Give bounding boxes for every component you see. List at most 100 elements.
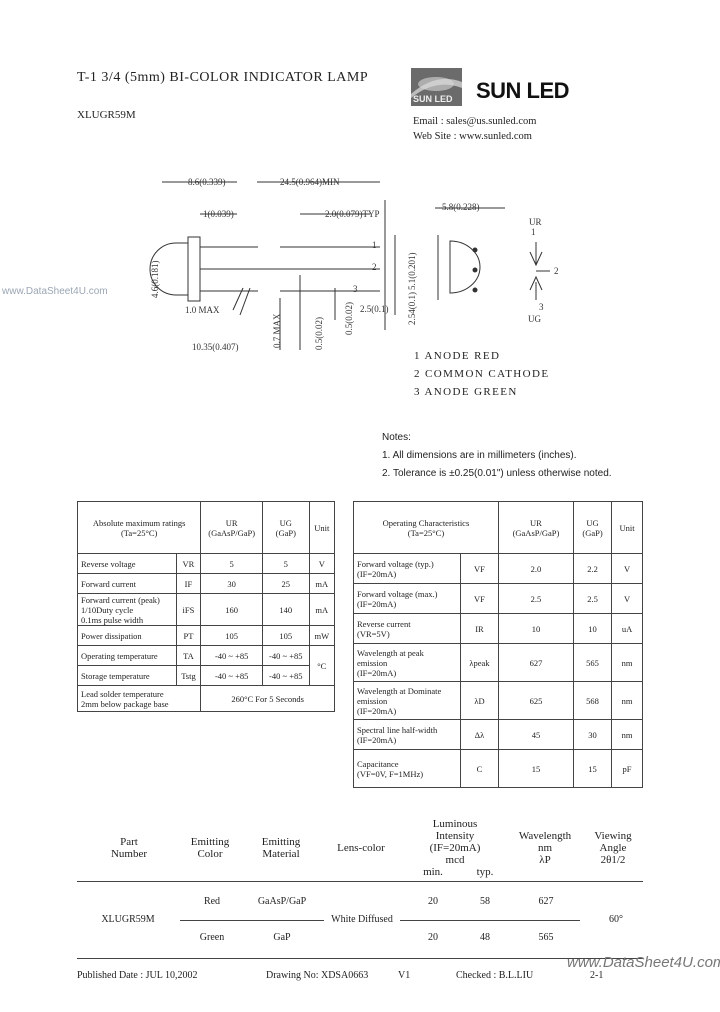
op-unit: nm: [611, 681, 643, 720]
abs-ug: -40 ~ +85: [262, 645, 310, 666]
op-ug: 30: [572, 719, 613, 750]
table-row: Forward current (peak) 1/10Duty cycle 0.…: [77, 593, 336, 626]
op-symbol: λpeak: [460, 643, 499, 682]
op-ur: 625: [497, 681, 574, 720]
table-row: Forward voltage (max.) (IF=20mA) VF 2.5 …: [353, 583, 643, 614]
table-row: Power dissipation PT 105 105 mW: [77, 625, 336, 646]
sel-header-min: min.: [423, 866, 443, 878]
table-row: Lead solder temperature 2mm below packag…: [76, 685, 335, 712]
abs-param: Reverse voltage: [77, 553, 177, 574]
op-header-ug: UG (GaP): [572, 501, 613, 554]
abs-header-ur: UR (GaAsP/GaP): [200, 501, 264, 554]
sel-min-red: 20: [428, 896, 438, 907]
abs-ur: 5: [200, 553, 264, 574]
sel-color-red: Red: [203, 896, 221, 907]
table-row: Wavelength at Dominate emission (IF=20mA…: [353, 681, 643, 720]
table-row: Reverse voltage VR 5 5 V: [77, 553, 336, 574]
op-param: Wavelength at peak emission (IF=20mA): [353, 643, 461, 682]
sel-lens-color: White Diffused: [331, 914, 393, 925]
sel-header-viewing: Viewing Angle 2θ1/2: [594, 830, 632, 866]
table-row: Capacitance (VF=0V, F=1MHz) C 15 15 pF: [353, 749, 643, 788]
document-title: T-1 3/4 (5mm) BI-COLOR INDICATOR LAMP: [77, 70, 369, 85]
abs-unit: mW: [308, 625, 336, 646]
abs-symbol: IF: [175, 573, 202, 594]
table-row: Forward current IF 30 25 mA: [77, 573, 336, 594]
contact-website[interactable]: Web Site : www.sunled.com: [413, 131, 532, 142]
op-ur: 15: [497, 749, 574, 788]
operating-characteristics-table: Operating Characteristics (Ta=25°C) UR (…: [353, 501, 643, 788]
dim-total: 10.35(0.407): [192, 342, 239, 352]
sel-header-material: Emitting Material: [261, 836, 301, 860]
abs-symbol: Tstg: [175, 665, 202, 686]
schematic-ur: UR: [529, 217, 542, 227]
sel-header-typ: typ.: [476, 866, 494, 878]
table-row: Reverse current (VR=5V) IR 10 10 uA: [353, 613, 643, 644]
led-dome-outline: [149, 242, 189, 296]
abs-ug: 140: [262, 593, 310, 626]
sel-viewing-angle: 60°: [609, 914, 623, 925]
abs-ug: 5: [262, 553, 310, 574]
footer-page: 2-1: [590, 970, 604, 981]
sel-header-color: Emitting Color: [190, 836, 230, 860]
pin-2-label: 2 COMMON CATHODE: [414, 368, 550, 380]
abs-ur: 160: [200, 593, 264, 626]
sel-wave-red: 627: [538, 896, 554, 907]
sel-min-green: 20: [428, 932, 438, 943]
sel-row-divider-right: [400, 920, 580, 921]
sunled-logo-badge: SUN LED: [411, 68, 462, 106]
sel-wave-green: 565: [538, 932, 554, 943]
dim-lead-pitch: 2.5(0.1): [360, 304, 389, 314]
schematic-ug: UG: [528, 314, 541, 324]
footer-checked: Checked : B.L.LIU: [456, 970, 534, 981]
op-symbol: VF: [460, 583, 499, 614]
op-unit: pF: [611, 749, 643, 788]
op-unit: V: [611, 553, 643, 584]
op-unit: uA: [611, 613, 643, 644]
abs-ur: 30: [200, 573, 264, 594]
op-ug: 10: [572, 613, 613, 644]
abs-solder-value: 260°C For 5 Seconds: [200, 685, 335, 712]
sel-header-wavelength: Wavelength nm λP: [518, 830, 572, 866]
abs-symbol: TA: [175, 645, 202, 666]
schematic-pin2: 2: [554, 266, 559, 276]
logo-swoosh-icon: [411, 77, 462, 98]
footer-version: V1: [398, 970, 411, 981]
op-symbol: Δλ: [460, 719, 499, 750]
abs-unit: mA: [308, 593, 336, 626]
dim-flange: 1(0.039): [203, 209, 234, 219]
contact-email[interactable]: Email : sales@us.sunled.com: [413, 116, 537, 127]
abs-ur: -40 ~ +85: [200, 665, 264, 686]
op-symbol: λD: [460, 681, 499, 720]
abs-ug: 105: [262, 625, 310, 646]
sel-bottom-border: [77, 958, 643, 959]
abs-symbol: PT: [175, 625, 202, 646]
schematic-pin3: 3: [539, 302, 544, 312]
dim-flange-dia: 5.8(0.228): [442, 202, 480, 212]
logo-badge-text: SUN LED: [413, 94, 453, 104]
op-ur: 2.5: [497, 583, 574, 614]
abs-param: Storage temperature: [77, 665, 177, 686]
op-header-param: Operating Characteristics (Ta=25°C): [353, 501, 499, 554]
op-param: Reverse current (VR=5V): [353, 613, 461, 644]
company-logo-text: SUN LED: [476, 78, 570, 103]
abs-symbol: VR: [175, 553, 202, 574]
op-ug: 15: [572, 749, 613, 788]
abs-ur: -40 ~ +85: [200, 645, 264, 666]
notes-heading: Notes:: [382, 432, 411, 443]
op-param: Wavelength at Dominate emission (IF=20mA…: [353, 681, 461, 720]
sel-typ-green: 48: [480, 932, 490, 943]
table-row: Wavelength at peak emission (IF=20mA) λp…: [353, 643, 643, 682]
absolute-max-table: Absolute maximum ratings (Ta=25°C) UR (G…: [76, 501, 336, 712]
op-param: Capacitance (VF=0V, F=1MHz): [353, 749, 461, 788]
dim-lead-length: 24.5(0.964)MIN: [280, 177, 340, 187]
drawing-pin3: 3: [353, 284, 358, 294]
abs-unit: V: [308, 553, 336, 574]
sel-material-red: GaAsP/GaP: [257, 896, 307, 907]
abs-ug: -40 ~ +85: [262, 665, 310, 686]
abs-ur: 105: [200, 625, 264, 646]
op-unit: V: [611, 583, 643, 614]
drawing-pin1: 1: [372, 240, 377, 250]
led-flange: [187, 236, 201, 302]
dim-lead-span: 5.1(0.201): [407, 253, 417, 291]
sel-typ-red: 58: [480, 896, 490, 907]
